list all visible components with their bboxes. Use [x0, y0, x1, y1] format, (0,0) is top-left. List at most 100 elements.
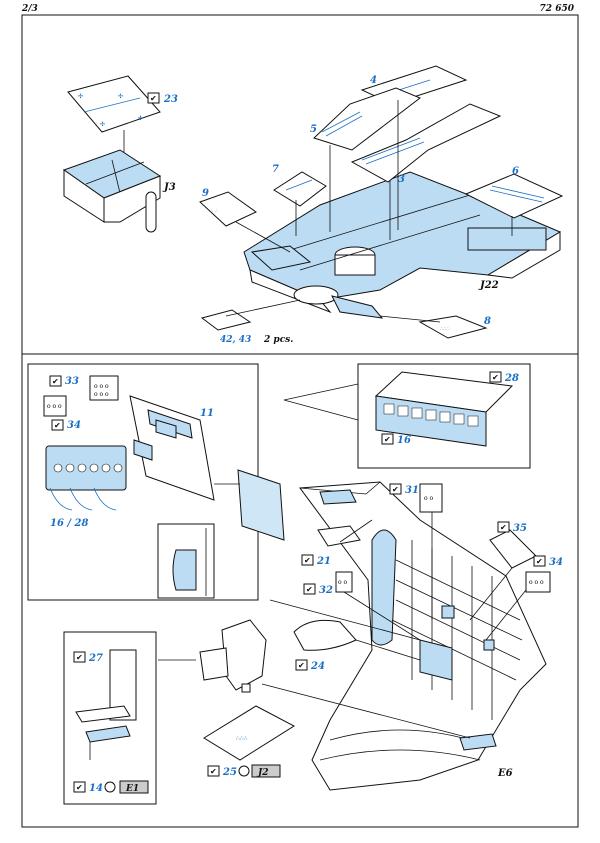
part-e6-tub: [299, 481, 547, 791]
svg-text:✣: ✣: [78, 93, 83, 100]
check-box-24: ✔: [295, 659, 308, 671]
label-8: 8: [484, 316, 491, 327]
cut-icon: [104, 781, 116, 793]
bottom-leaders: [214, 483, 527, 661]
svg-text:✔: ✔: [306, 585, 313, 594]
check-box-32: ✔: [303, 583, 316, 595]
check-box-35: ✔: [497, 521, 510, 533]
label-16-28: 16 / 28: [50, 518, 88, 529]
part-5-etch: [313, 87, 421, 151]
svg-text:∴∴∴: ∴∴∴: [236, 735, 248, 742]
label-34b: 34: [549, 557, 563, 568]
part-32: o o: [335, 571, 353, 593]
j2-tag: [251, 764, 281, 778]
part-j22-floor: [243, 171, 562, 319]
part-11-panel: [129, 395, 215, 501]
svg-text:o o o: o o o: [94, 383, 109, 390]
label-11: 11: [200, 408, 214, 419]
svg-text:∴∴∴: ∴∴∴: [440, 326, 450, 332]
part-seat-back: [199, 619, 267, 693]
svg-text:✔: ✔: [384, 435, 391, 444]
part-34-right: o o o: [525, 571, 551, 593]
label-e6: E6: [497, 768, 513, 779]
part-9-etch: ∴ ∴: [199, 191, 257, 227]
part-8-etch: ∴∴∴: [418, 315, 488, 339]
label-23: 23: [163, 94, 178, 105]
svg-text:✔: ✔: [150, 94, 157, 103]
part-31: o o: [419, 483, 443, 513]
label-34a: 34: [67, 420, 81, 431]
label-14: 14: [89, 783, 103, 794]
top-arrows: [225, 100, 513, 323]
svg-text:✔: ✔: [536, 557, 543, 566]
svg-text:o o: o o: [424, 495, 434, 502]
page-number: 2/3: [22, 4, 38, 14]
svg-text:✔: ✔: [210, 767, 217, 776]
svg-text:✣: ✣: [100, 121, 105, 128]
svg-text:✔: ✔: [492, 373, 499, 382]
part-24: [293, 619, 357, 651]
part-35: [489, 529, 537, 569]
kit-code: 72 650: [539, 4, 574, 14]
part-33: o o oo o o: [89, 375, 119, 401]
part-j3-seat: [62, 149, 162, 233]
svg-text:✔: ✔: [54, 421, 61, 430]
check-box-31: ✔: [389, 483, 402, 495]
label-j2: J2: [256, 768, 269, 778]
label-4: 4: [370, 75, 377, 86]
check-box-27: ✔: [73, 651, 86, 663]
label-35: 35: [513, 523, 527, 534]
check-box-25: ✔: [207, 765, 220, 777]
seat-detail-box: [63, 631, 157, 805]
check-box-16: ✔: [381, 433, 394, 445]
svg-text:o o o: o o o: [94, 391, 109, 398]
svg-text:o o o: o o o: [47, 403, 62, 410]
svg-text:✣: ✣: [118, 93, 123, 100]
check-box-28: ✔: [489, 371, 502, 383]
part-34-small: o o o: [43, 395, 67, 417]
check-box-23: ✔: [147, 92, 160, 104]
part-25: ∴∴∴: [203, 705, 295, 761]
label-9: 9: [202, 188, 209, 199]
label-21: 21: [316, 556, 331, 567]
part-7-etch: [273, 171, 327, 207]
svg-text:✔: ✔: [76, 783, 83, 792]
svg-text:✔: ✔: [304, 556, 311, 565]
label-42-43: 42, 43: [220, 335, 251, 345]
label-32: 32: [319, 585, 333, 596]
svg-text:✣: ✣: [138, 115, 143, 122]
label-6: 6: [512, 166, 519, 177]
label-j3: J3: [162, 182, 176, 193]
part-3-etch: [350, 103, 502, 183]
svg-text:✔: ✔: [500, 523, 507, 532]
check-box-33: ✔: [49, 375, 62, 387]
svg-text:✔: ✔: [298, 661, 305, 670]
label-3: 3: [398, 174, 405, 185]
page-border: [21, 14, 579, 828]
label-2pcs: 2 pcs.: [263, 335, 293, 345]
check-box-34a: ✔: [51, 419, 64, 431]
check-box-34b: ✔: [533, 555, 546, 567]
part-42-etch: [200, 309, 252, 331]
part-21: [317, 525, 361, 547]
svg-text:✔: ✔: [52, 377, 59, 386]
label-16: 16: [397, 435, 411, 446]
svg-text:✔: ✔: [76, 653, 83, 662]
check-box-14: ✔: [73, 781, 86, 793]
gauge-detail-box: [357, 363, 531, 469]
svg-text:o o: o o: [338, 579, 348, 586]
label-j22: J22: [478, 280, 499, 291]
part-27: [75, 649, 137, 723]
label-5: 5: [310, 124, 317, 135]
part-16-28-cluster: [45, 445, 127, 511]
part-6-etch: [464, 173, 564, 219]
svg-text:∴ ∴: ∴ ∴: [210, 208, 218, 214]
part-23-etch: ✣ ✣ ✣ ✣: [67, 75, 161, 133]
label-31: 31: [405, 485, 419, 496]
e1-tag: [119, 780, 149, 794]
check-box-21: ✔: [301, 554, 314, 566]
clear-sheet: [237, 469, 285, 541]
label-7: 7: [272, 164, 279, 175]
label-24: 24: [310, 661, 325, 672]
